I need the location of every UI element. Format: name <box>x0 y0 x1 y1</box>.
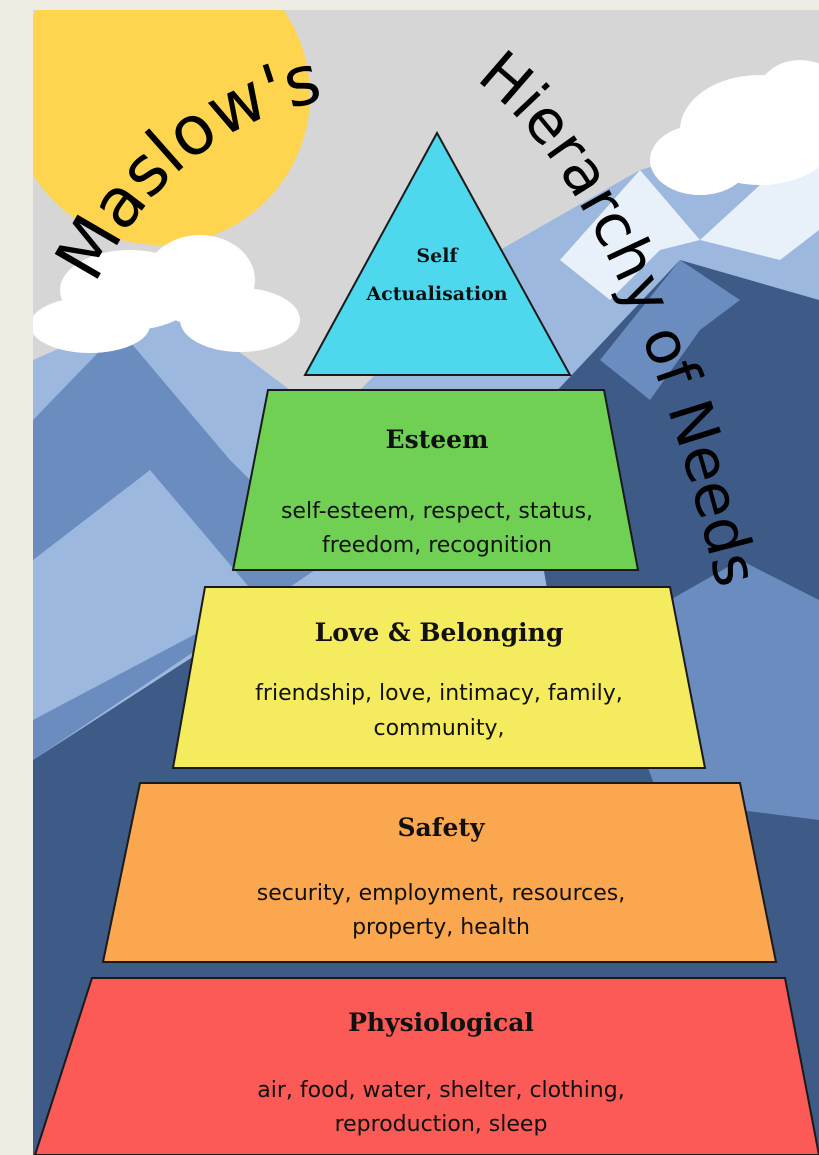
level-description: community, <box>373 716 504 741</box>
level-shape <box>303 130 572 376</box>
level-title: Actualisation <box>365 283 507 305</box>
level-title: Safety <box>398 813 486 842</box>
level-physiological: Physiological air, food, water, shelter, … <box>33 977 819 1155</box>
snow-cap-far <box>560 170 700 300</box>
mountain-ridge-right <box>600 260 740 400</box>
level-esteem: Esteem self-esteem, respect, status, freed… <box>231 389 640 571</box>
sun <box>33 10 310 245</box>
level-description: friendship, love, intimacy, family, <box>255 681 623 706</box>
level-description: reproduction, sleep <box>335 1112 548 1137</box>
level-description: air, food, water, shelter, clothing, <box>257 1078 624 1103</box>
level-shape <box>171 586 707 769</box>
level-shape <box>33 977 819 1155</box>
level-description: security, employment, resources, <box>257 881 625 906</box>
level-title: Esteem <box>386 425 489 454</box>
level-description: property, health <box>352 915 530 940</box>
level-title: Love & Belonging <box>315 618 564 647</box>
level-shape <box>101 782 778 963</box>
level-title: Self <box>416 245 459 267</box>
level-love-belonging: Love & Belonging friendship, love, intima… <box>171 586 707 769</box>
level-safety: Safety security, employment, resources, pr… <box>101 782 778 963</box>
level-shape <box>231 389 640 571</box>
level-description: freedom, recognition <box>322 533 552 558</box>
cloud-right <box>650 60 819 195</box>
mountain-light-left <box>33 470 260 720</box>
level-description: self-esteem, respect, status, <box>281 499 593 524</box>
cloud-left <box>33 235 300 353</box>
level-title: Physiological <box>348 1008 534 1037</box>
